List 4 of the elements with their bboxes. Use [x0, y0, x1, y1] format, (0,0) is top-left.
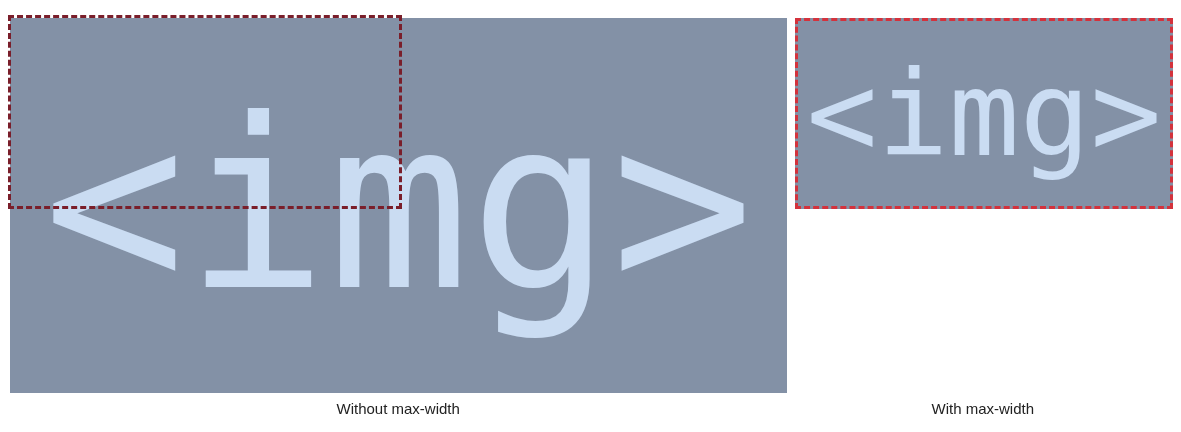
- placeholder-panel: <img>: [10, 18, 787, 393]
- caption: With max-width: [931, 400, 1035, 417]
- placeholder-panel: <img>: [795, 18, 1173, 209]
- caption: Without max-width: [336, 400, 460, 417]
